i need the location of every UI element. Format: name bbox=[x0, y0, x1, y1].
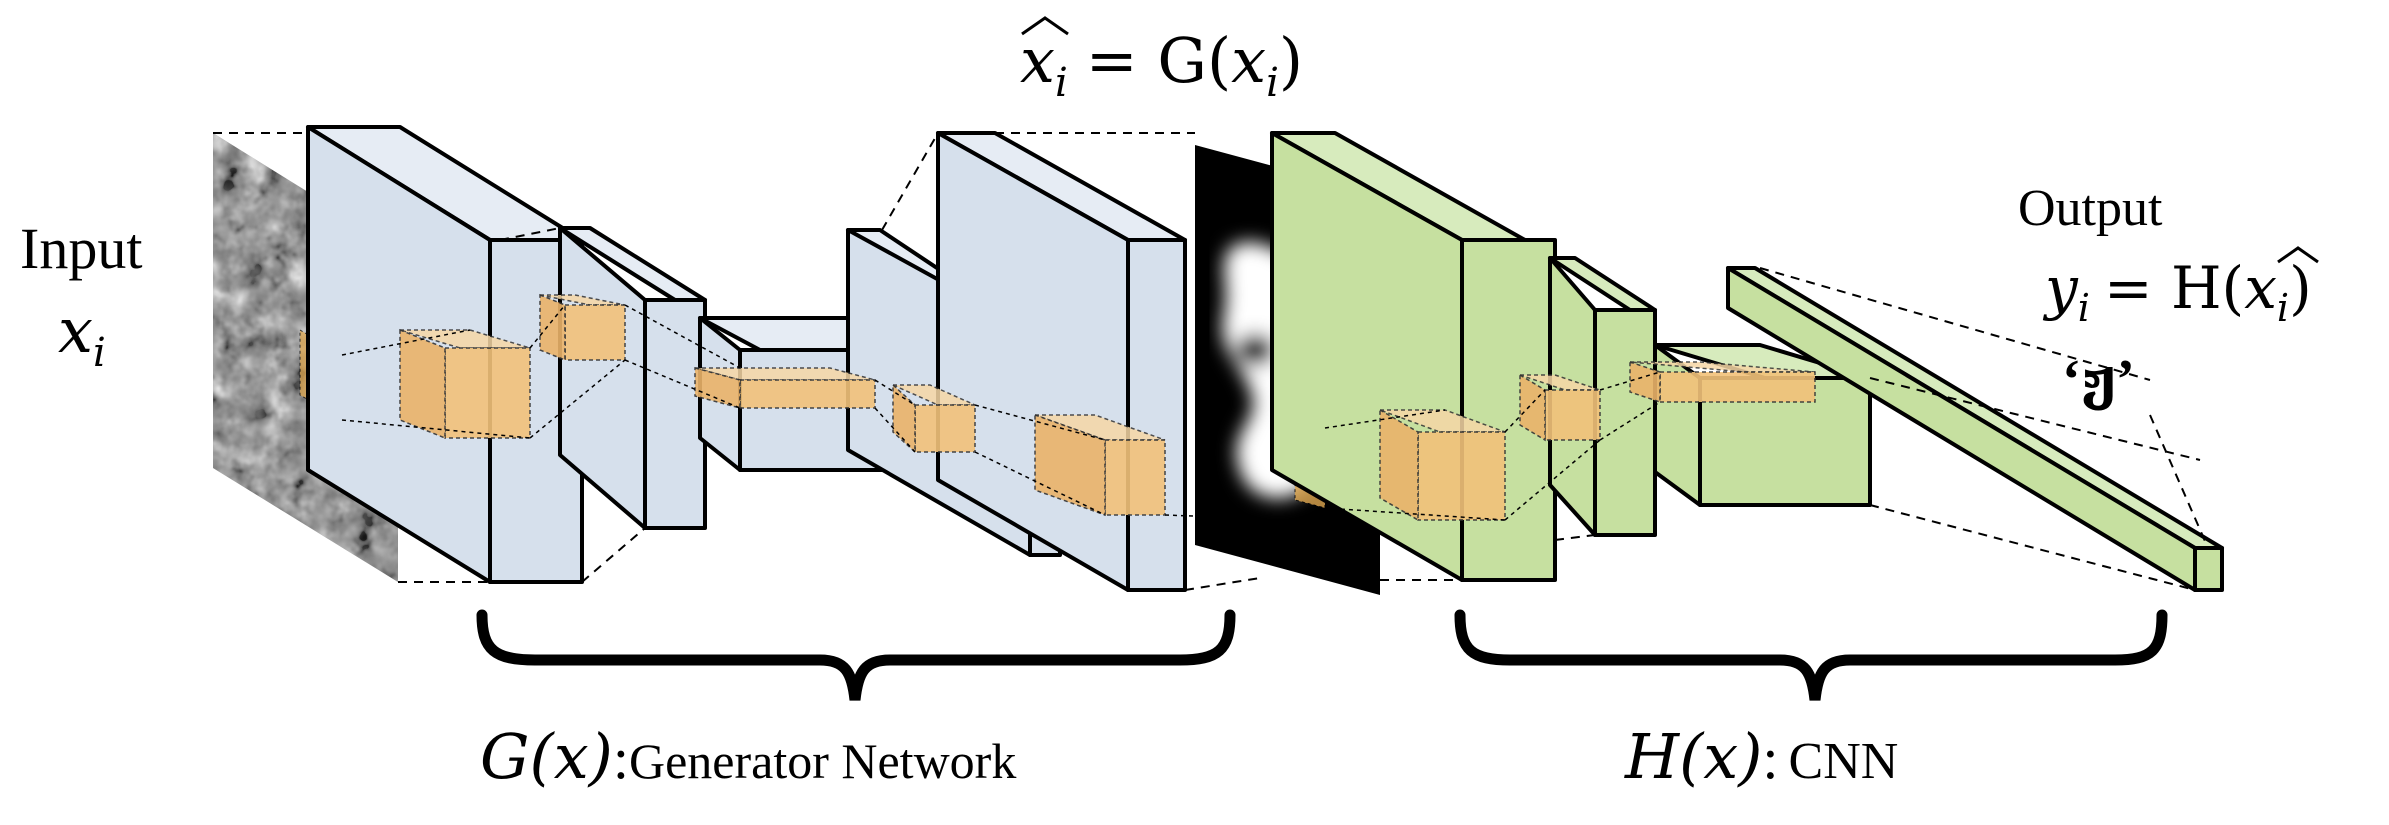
cnn-function: H(x) bbox=[1624, 720, 1762, 793]
generated-hat bbox=[1021, 16, 1069, 36]
generated-close: ) bbox=[1279, 24, 1303, 97]
generator-kernels bbox=[399, 293, 1166, 517]
generator-caption: G(x):Generator Network bbox=[480, 720, 1016, 793]
kernel-3 bbox=[694, 367, 876, 409]
svg-text:G(x):Generator Network: G(x):Generator Network bbox=[480, 720, 1016, 793]
svg-text:H(x):CNN: H(x):CNN bbox=[1624, 720, 1898, 793]
output-symbol: y bbox=[2042, 254, 2079, 322]
output-hat bbox=[2277, 246, 2319, 264]
fully-connected-layer bbox=[1726, 266, 2224, 592]
cnn-kernel-1 bbox=[1379, 408, 1506, 522]
svg-text:xi: xi bbox=[58, 294, 106, 376]
cnn-kernel-2 bbox=[1519, 373, 1601, 442]
generated-hat-symbol: x bbox=[1020, 24, 1055, 97]
input-symbol: x bbox=[58, 294, 93, 367]
cnn-brace bbox=[1454, 609, 2168, 701]
svg-text:xi= G(xi): xi= G(xi) bbox=[1020, 24, 1303, 106]
generator-name: Generator Network bbox=[629, 733, 1016, 789]
generator-brace bbox=[476, 609, 1236, 701]
svg-text:yi= H(xi): yi= H(xi) bbox=[2042, 254, 2312, 330]
output-label: Output yi= H(xi) ‘ჟ’ bbox=[2018, 180, 2319, 411]
output-class-label: ‘ჟ’ bbox=[2062, 349, 2135, 411]
kernel-2 bbox=[539, 293, 626, 362]
input-word: Input bbox=[20, 216, 142, 281]
output-equals: = H( bbox=[2104, 254, 2244, 322]
output-hat-subscript: i bbox=[2277, 286, 2289, 330]
output-subscript: i bbox=[2078, 286, 2090, 330]
cnn-colon: : bbox=[1762, 726, 1778, 791]
cnn-kernels bbox=[1379, 360, 1816, 522]
cnn-caption: H(x):CNN bbox=[1624, 720, 1898, 793]
kernel-1 bbox=[399, 328, 531, 440]
cnn-kernel-3 bbox=[1629, 360, 1816, 404]
generated-hat-subscript: i bbox=[1055, 60, 1068, 106]
cnn-dashed-lines bbox=[1324, 371, 1661, 521]
cnn-projection-lines bbox=[1380, 267, 2209, 591]
gen-layer-1 bbox=[306, 125, 584, 584]
gen-layer-2 bbox=[558, 226, 707, 530]
input-label: Input xi bbox=[20, 216, 142, 376]
cnn-name: CNN bbox=[1789, 733, 1899, 790]
generator-colon: : bbox=[613, 726, 629, 791]
generated-arg-subscript: i bbox=[1266, 60, 1279, 106]
output-hat-symbol: x bbox=[2244, 254, 2277, 322]
generated-equation: xi= G(xi) bbox=[1020, 16, 1303, 106]
generator-projection-lines bbox=[499, 132, 1261, 591]
input-subscript: i bbox=[93, 330, 106, 376]
kernel-5 bbox=[1034, 413, 1166, 517]
generated-arg-symbol: x bbox=[1231, 24, 1266, 97]
output-close: ) bbox=[2289, 254, 2312, 322]
output-word: Output bbox=[2018, 180, 2163, 237]
generated-equals: = G( bbox=[1086, 24, 1231, 97]
generator-function: G(x) bbox=[480, 720, 613, 793]
